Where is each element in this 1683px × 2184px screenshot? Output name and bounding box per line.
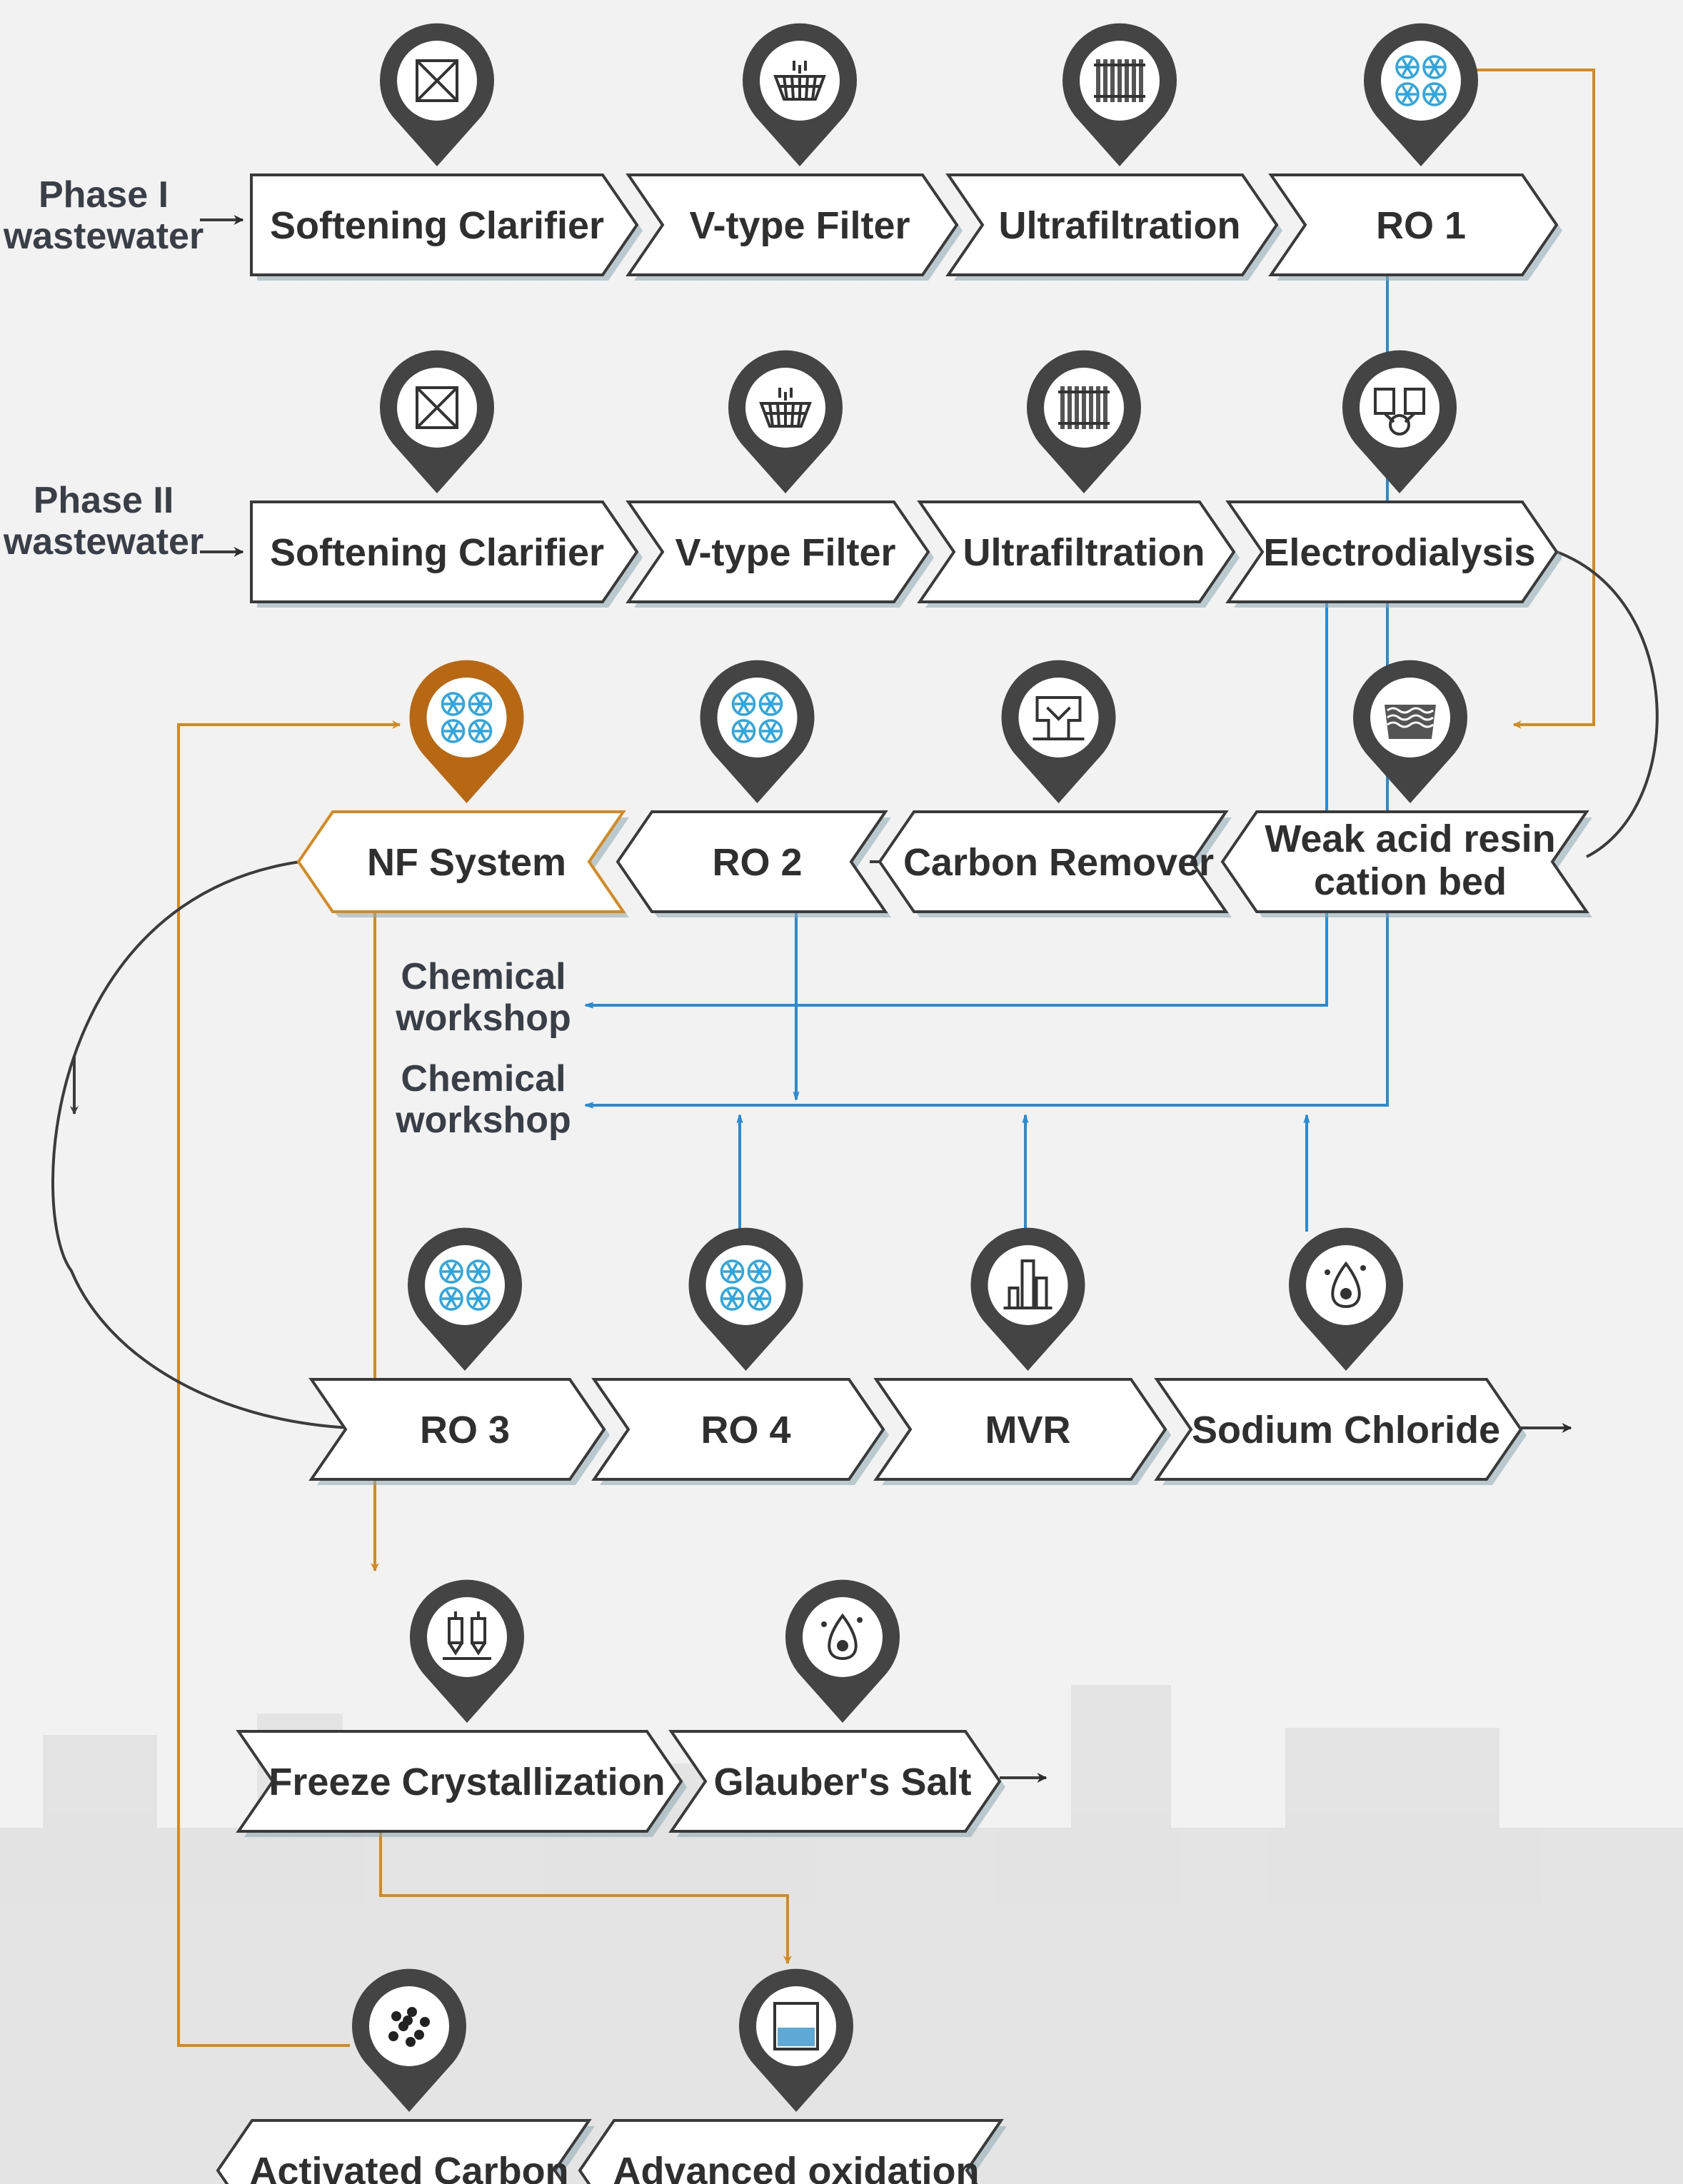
oxidation-tank-pin-icon xyxy=(739,1968,853,2112)
step-label-line: Weak acid resin xyxy=(1265,817,1555,860)
step-label: MVR xyxy=(985,1409,1071,1451)
step-label: Activated Carbon xyxy=(249,2150,568,2184)
step-softening-clarifier: Softening Clarifier xyxy=(250,173,643,281)
step-ro-4: RO 4 xyxy=(591,1378,889,1485)
step-nf-system: NF System xyxy=(296,810,629,917)
side-label-line: wastewater xyxy=(3,521,204,563)
step-label: RO 4 xyxy=(700,1409,790,1451)
step-label-line: cation bed xyxy=(1314,860,1507,903)
step-label: Softening Clarifier xyxy=(270,531,604,574)
step-label: Softening Clarifier xyxy=(270,204,604,247)
filter-pin-icon xyxy=(728,350,843,493)
freeze-to-oxidation-line xyxy=(379,1831,792,1965)
step-label: Ultrafiltration xyxy=(998,204,1240,247)
side-label-line: Phase I xyxy=(39,174,169,216)
clarifier-pin-icon xyxy=(379,350,494,493)
step-label: Sodium Chloride xyxy=(1192,1409,1500,1451)
step-ro-2: RO 2 xyxy=(616,810,891,917)
step-freeze-crystallization: Freeze Crystallization xyxy=(236,1730,687,1837)
step-label: Carbon Remover xyxy=(903,841,1214,884)
side-label-line: workshop xyxy=(395,1099,571,1141)
nf-to-ro3-curve xyxy=(51,860,351,1429)
filter-pin-icon xyxy=(743,23,858,167)
step-label: Freeze Crystallization xyxy=(268,1761,665,1803)
decarbonizer-pin-icon xyxy=(1001,660,1116,803)
step-carbon-remover: Carbon Remover xyxy=(878,810,1232,917)
side-label-line: Phase II xyxy=(34,480,174,521)
side-label-line: wastewater xyxy=(3,216,204,257)
side-label-line: Chemical xyxy=(401,1058,566,1099)
side-label-line: workshop xyxy=(395,997,571,1039)
step-icons xyxy=(352,23,1478,2112)
clarifier-pin-icon xyxy=(380,23,494,167)
electrodialysis-water-line xyxy=(586,602,1328,1005)
ro-membrane-pin-icon xyxy=(688,1227,803,1371)
step-v-type-filter: V-type Filter xyxy=(626,500,934,608)
step-label: Electrodialysis xyxy=(1263,531,1535,574)
ro-membrane-pin-icon xyxy=(409,660,524,803)
evaporator-pin-icon xyxy=(970,1227,1085,1371)
resin-bed-pin-icon xyxy=(1353,660,1467,803)
ro-membrane-pin-icon xyxy=(1363,23,1478,166)
step-label: V-type Filter xyxy=(689,204,910,247)
step-label: NF System xyxy=(367,841,566,884)
electrodialysis-to-resin-curve xyxy=(1556,550,1659,858)
step-glauber-s-salt: Glauber's Salt xyxy=(668,1730,1005,1837)
flow-connectors xyxy=(51,69,1659,2047)
ro-membrane-pin-icon xyxy=(700,660,815,803)
step-label: Glauber's Salt xyxy=(714,1761,972,1803)
step-label: RO 3 xyxy=(420,1409,510,1451)
ro1-permeate-line xyxy=(586,275,1389,1105)
step-mvr: MVR xyxy=(873,1378,1171,1485)
step-label: RO 1 xyxy=(1376,204,1466,247)
step-ro-3: RO 3 xyxy=(308,1378,610,1485)
salt-drop-pin-icon xyxy=(785,1579,900,1723)
side-label-line: Chemical xyxy=(401,956,566,997)
crystallizer-pin-icon xyxy=(410,1579,524,1723)
membrane-pin-icon xyxy=(1062,23,1177,166)
step-label: RO 2 xyxy=(712,841,802,884)
membrane-pin-icon xyxy=(1027,350,1141,493)
step-softening-clarifier: Softening Clarifier xyxy=(250,500,643,608)
step-activated-carbon: Activated Carbon xyxy=(216,2119,595,2184)
carbon-granules-pin-icon xyxy=(352,1968,466,2112)
step-label: V-type Filter xyxy=(675,531,895,574)
step-sodium-chloride: Sodium Chloride xyxy=(1154,1378,1527,1485)
step-ro-1: RO 1 xyxy=(1268,173,1562,281)
step-label: Advanced oxidation xyxy=(613,2150,979,2184)
step-ultrafiltration: Ultrafiltration xyxy=(917,500,1240,608)
salt-drop-pin-icon xyxy=(1288,1227,1403,1371)
step-ultrafiltration: Ultrafiltration xyxy=(945,173,1282,281)
ro1-concentrate-line xyxy=(1474,69,1595,729)
step-label: Ultrafiltration xyxy=(963,531,1205,574)
step-advanced-oxidation: Advanced oxidation xyxy=(578,2119,1007,2184)
ro-membrane-pin-icon xyxy=(408,1227,522,1371)
step-v-type-filter: V-type Filter xyxy=(626,173,963,281)
carbon-recycle-line xyxy=(177,720,401,2047)
electrodialysis-pin-icon xyxy=(1342,350,1457,493)
step-electrodialysis: Electrodialysis xyxy=(1225,500,1562,608)
